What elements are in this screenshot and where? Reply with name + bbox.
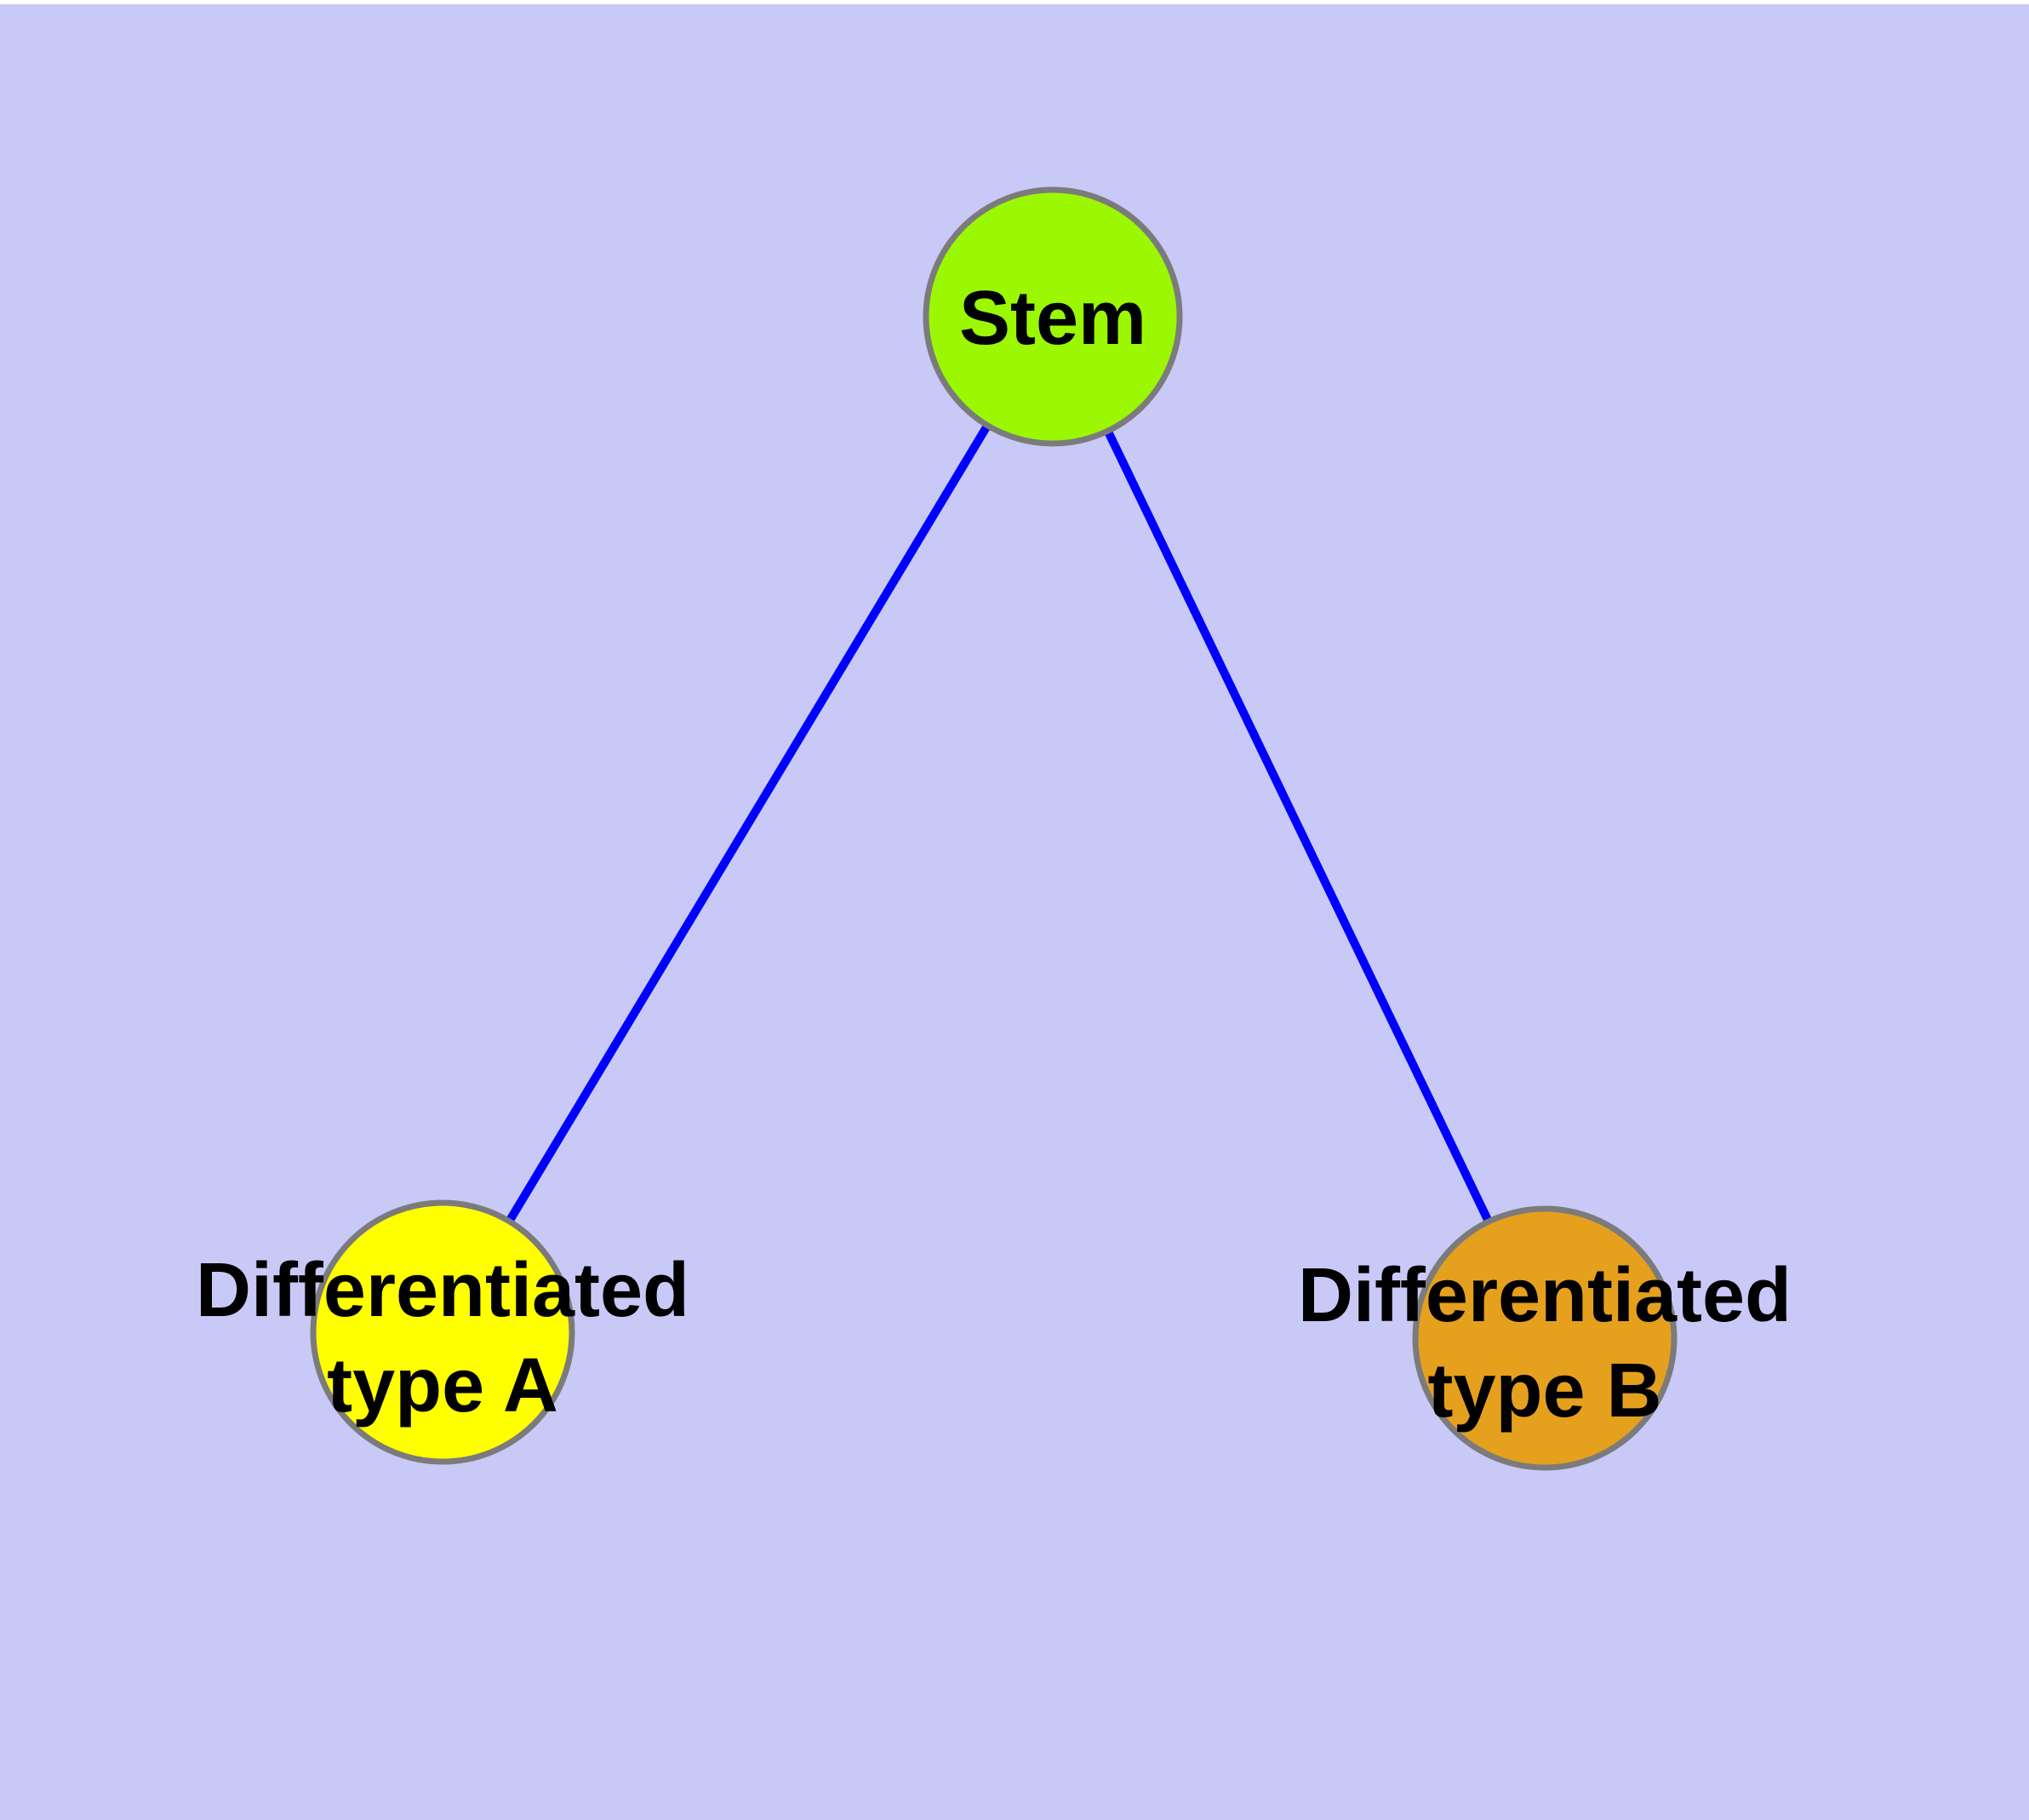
node-differentiated-type-a-circle — [310, 1199, 575, 1465]
node-type-b-label-line1: Differentiated — [1298, 1253, 1792, 1338]
node-type-a-label-line2: type A — [327, 1343, 558, 1428]
top-margin-strip — [0, 0, 2029, 4]
node-type-a-label-line1: Differentiated — [196, 1248, 689, 1333]
node-stem-label: Stem — [959, 276, 1146, 361]
edge-stem-to-type-b — [1049, 314, 1549, 1341]
node-stem-circle — [923, 186, 1183, 447]
node-differentiated-type-b-circle — [1412, 1205, 1677, 1471]
node-type-b-label-line2: type B — [1427, 1348, 1661, 1434]
edge-stem-to-type-a — [438, 314, 1057, 1335]
